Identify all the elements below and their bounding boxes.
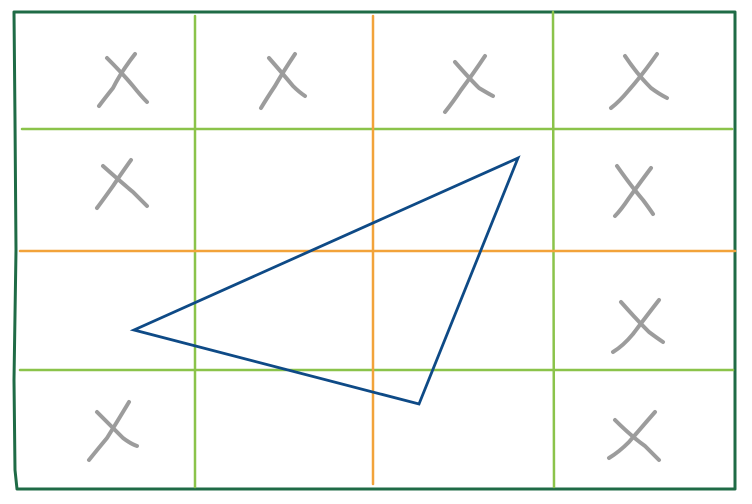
x-mark-icon [607,410,661,462]
x-mark-icon [87,400,139,462]
x-mark-icon [259,52,307,110]
outer-frame [12,10,737,491]
x-mark-icon [613,164,655,218]
triangle [129,155,521,406]
x-mark-icon [443,54,495,114]
x-mark-icon [95,158,149,210]
x-mark-icon [97,52,149,108]
x-mark-icon [609,52,669,110]
grid-line-vertical-3 [551,10,556,489]
x-mark-icon [611,298,665,354]
